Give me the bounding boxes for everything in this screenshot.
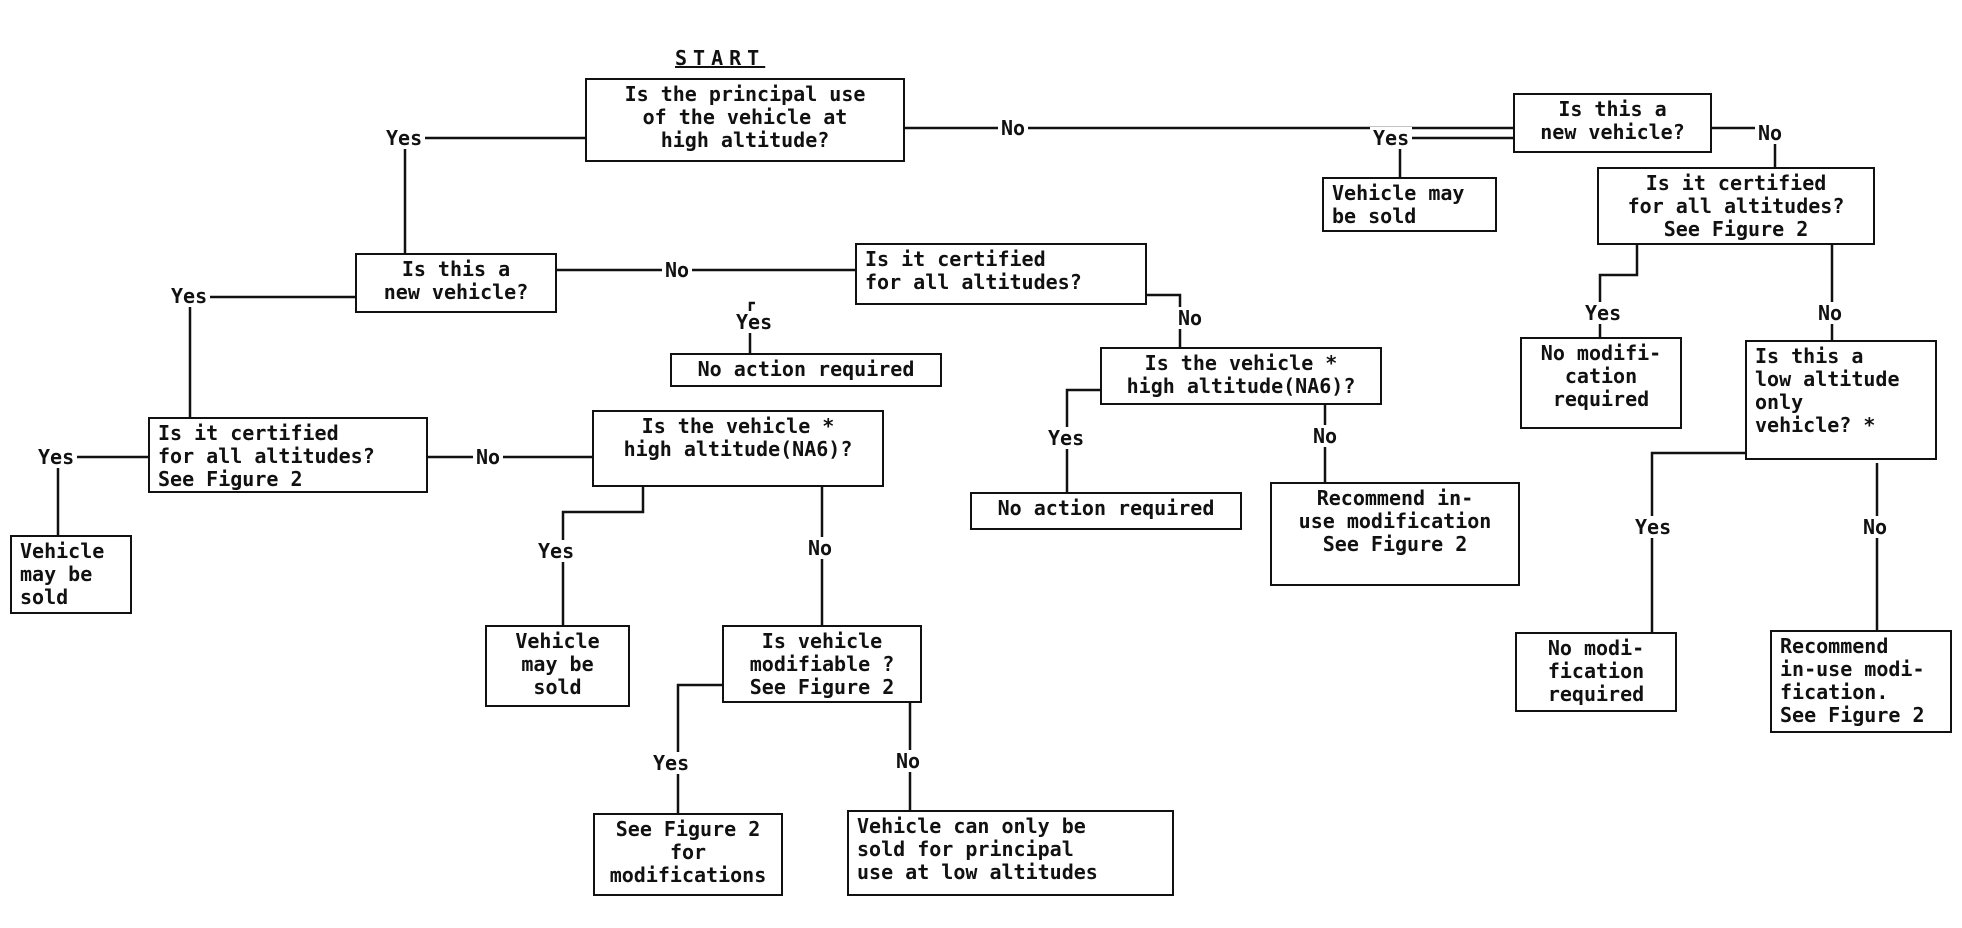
no-label-cert-left: No <box>473 446 504 468</box>
recommend-modification-result-1: Recommend in- use modification See Figur… <box>1270 482 1520 586</box>
yes-label-cert-left: Yes <box>35 446 78 468</box>
no-label-principal: No <box>998 117 1029 139</box>
start-title: START <box>675 46 766 70</box>
na6-left-question: Is the vehicle * high altitude(NA6)? <box>592 410 884 487</box>
no-action-result-1: No action required <box>670 353 942 387</box>
certified-right-question: Is it certified for all altitudes? See F… <box>1597 167 1875 245</box>
certified-left-question: Is it certified for all altitudes? See F… <box>148 417 428 493</box>
new-vehicle-right-question: Is this a new vehicle? <box>1513 93 1712 153</box>
new-vehicle-left-question: Is this a new vehicle? <box>355 253 557 313</box>
low-altitude-only-question: Is this a low altitude only vehicle? * <box>1745 340 1937 460</box>
yes-label-cert-right: Yes <box>1582 302 1625 324</box>
no-modification-result-2: No modi- fication required <box>1515 632 1677 712</box>
yes-label-new-left: Yes <box>168 285 211 307</box>
no-label-cert-mid: No <box>1175 307 1206 329</box>
no-label-modifiable: No <box>893 750 924 772</box>
sold-result-1: Vehicle may be sold <box>10 535 132 614</box>
yes-label-na6-left: Yes <box>535 540 578 562</box>
yes-label-modifiable: Yes <box>650 752 693 774</box>
recommend-modification-result-2: Recommend in-use modi- fication. See Fig… <box>1770 630 1952 733</box>
sold-result-3: Vehicle may be sold <box>1322 177 1497 232</box>
yes-label-new-right: Yes <box>1370 127 1413 149</box>
no-label-na6-mid: No <box>1310 425 1341 447</box>
na6-mid-question: Is the vehicle * high altitude(NA6)? <box>1100 347 1382 405</box>
principal-use-question: Is the principal use of the vehicle at h… <box>585 78 905 162</box>
no-label-new-left: No <box>662 259 693 281</box>
certified-mid-question: Is it certified for all altitudes? <box>855 243 1147 305</box>
yes-label-low-only: Yes <box>1632 516 1675 538</box>
yes-label-na6-mid: Yes <box>1045 427 1088 449</box>
no-label-na6-left: No <box>805 537 836 559</box>
no-label-cert-right: No <box>1815 302 1846 324</box>
yes-label-cert-mid: Yes <box>733 311 776 333</box>
no-label-low-only: No <box>1860 516 1891 538</box>
no-label-new-right: No <box>1755 122 1786 144</box>
low-altitude-only-result: Vehicle can only be sold for principal u… <box>847 810 1174 896</box>
no-modification-result-1: No modifi- cation required <box>1520 337 1682 429</box>
modifiable-question: Is vehicle modifiable ? See Figure 2 <box>722 625 922 703</box>
see-figure-result: See Figure 2 for modifications <box>593 813 783 896</box>
no-action-result-2: No action required <box>970 492 1242 530</box>
yes-label-principal: Yes <box>383 127 426 149</box>
sold-result-2: Vehicle may be sold <box>485 625 630 707</box>
